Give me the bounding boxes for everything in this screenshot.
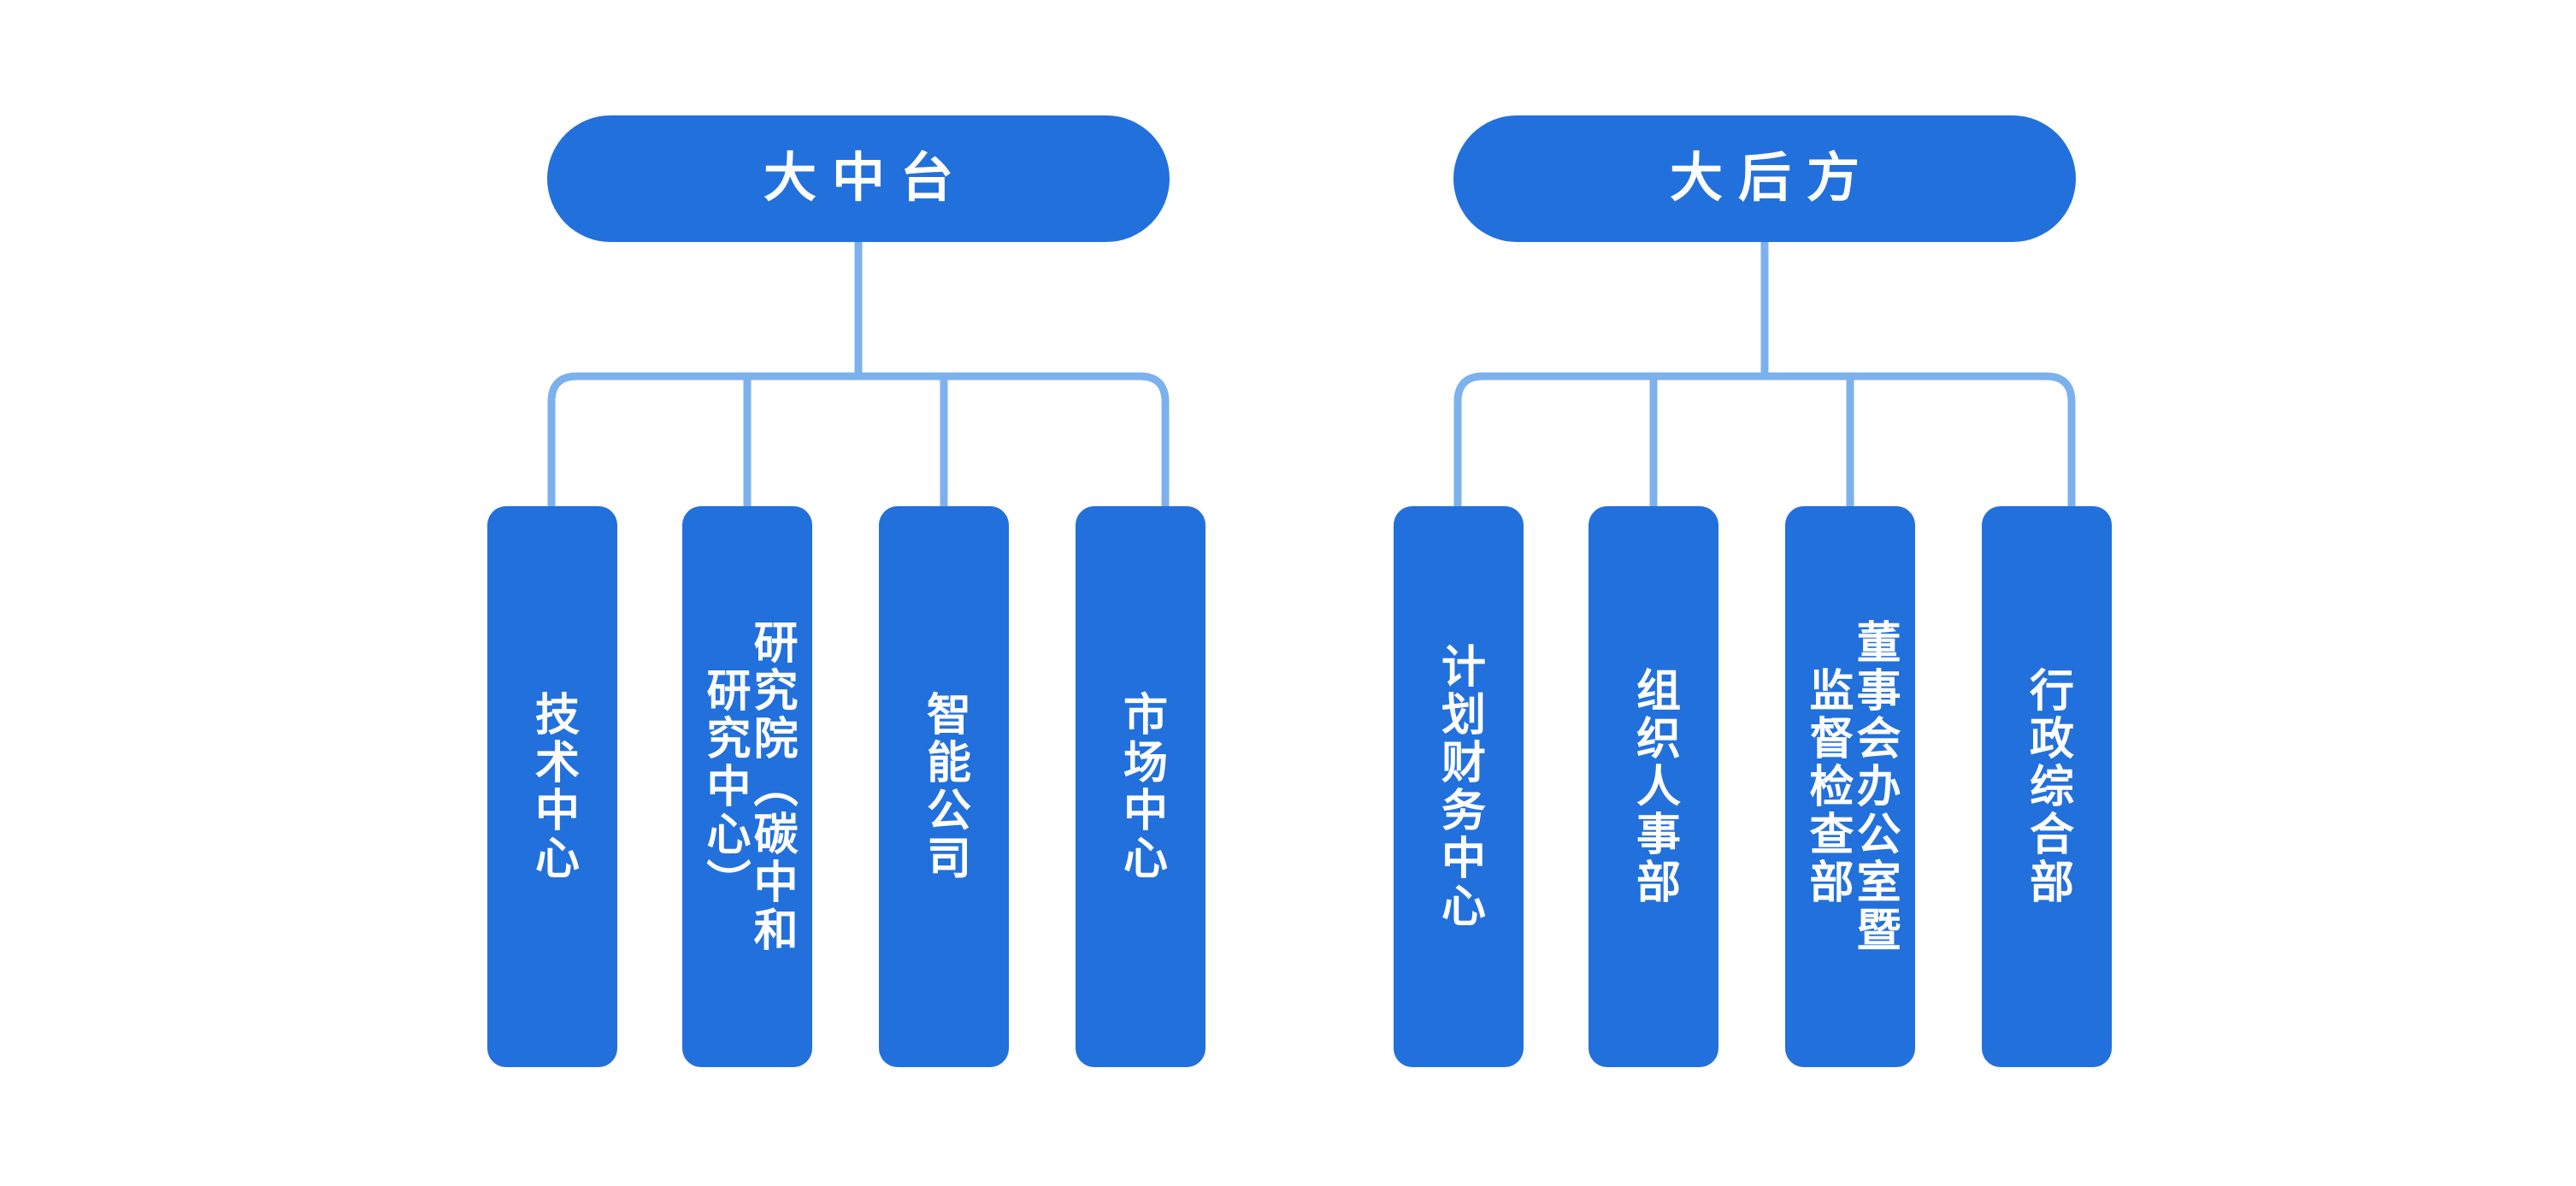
node-research-institute[interactable]: 研究院（碳中和研究中心） [682, 506, 812, 1067]
node-label: 组织人事部 [1629, 667, 1679, 906]
node-intelligent-company[interactable]: 智能公司 [879, 506, 1009, 1067]
node-label: 技术中心 [528, 691, 578, 882]
node-label: 董事会办公室暨监督检查部 [1802, 619, 1900, 954]
connector-bus-left [547, 372, 1170, 509]
connector-bus-right [1453, 372, 2076, 509]
node-market-center[interactable]: 市场中心 [1076, 506, 1205, 1067]
node-label: 智能公司 [919, 691, 970, 882]
group-header-label: 大后方 [1669, 149, 1875, 208]
node-label: 计划财务中心 [1434, 643, 1484, 930]
group-header-label: 大中台 [763, 149, 969, 208]
node-organization-personnel-dept[interactable]: 组织人事部 [1589, 506, 1718, 1067]
node-planning-finance-center[interactable]: 计划财务中心 [1394, 506, 1524, 1067]
node-board-office-supervision-dept[interactable]: 董事会办公室暨监督检查部 [1785, 506, 1915, 1067]
node-label: 市场中心 [1116, 691, 1166, 882]
group-header-mid-platform[interactable]: 大中台 [547, 115, 1170, 242]
node-administrative-general-dept[interactable]: 行政综合部 [1982, 506, 2112, 1067]
node-tech-center[interactable]: 技术中心 [487, 506, 617, 1067]
group-header-rear-support[interactable]: 大后方 [1453, 115, 2076, 242]
node-label: 行政综合部 [2022, 667, 2072, 906]
node-label: 研究院（碳中和研究中心） [699, 619, 797, 954]
